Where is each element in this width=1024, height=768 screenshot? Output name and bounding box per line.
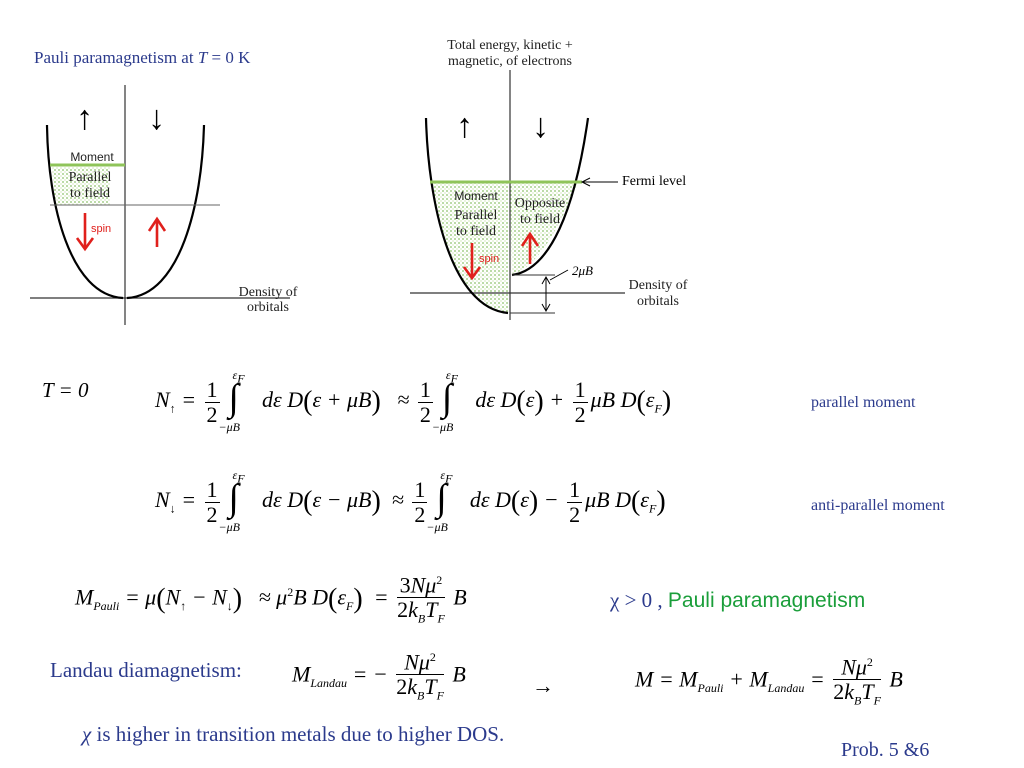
landau-label: Landau diamagnetism: [50, 658, 242, 682]
right-axis-label-2: orbitals [637, 294, 679, 309]
dos-curve-up [45, 124, 124, 300]
right-to-field-label: to field [455, 224, 497, 239]
right-energy-figure [410, 70, 625, 320]
chi-condition-text: χ > 0 , [610, 588, 668, 612]
right-up-arrow: ↑ [456, 108, 473, 145]
red-arrow-up-left [147, 216, 167, 247]
right-to-field-2-label: to field [519, 212, 561, 227]
right-spin-label: spin [479, 253, 500, 265]
left-parallel-label: Parallel [68, 170, 112, 185]
left-axis-label-2: orbitals [247, 300, 289, 315]
dos-curve-down [126, 124, 206, 300]
occupied-region-right-a [432, 182, 508, 312]
red-arrow-down-right [462, 243, 482, 281]
pauli-paramagnetism-label: Pauli paramagnetism [667, 589, 866, 612]
left-axis-label-1: Density of [238, 285, 298, 300]
chi-condition: χ > 0 , Pauli paramagnetism [610, 588, 865, 613]
right-parallel-label: Parallel [454, 208, 498, 223]
right-arrow: → [532, 673, 554, 698]
slide-title: Pauli paramagnetism at T = 0 K [34, 48, 250, 68]
left-spin-label: spin [91, 223, 112, 235]
left-up-arrow: ↑ [76, 100, 93, 137]
dos-curve-down-right [511, 117, 590, 277]
red-arrow-down-left [75, 213, 95, 252]
antiparallel-moment-label: anti-parallel moment [811, 497, 945, 514]
t-equals-zero: T = 0 [42, 378, 89, 402]
title-suffix: = 0 K [207, 48, 251, 67]
occupied-region-left [52, 167, 110, 205]
dos-curve-up-right [424, 117, 509, 315]
right-moment-label: Moment [454, 189, 498, 203]
title-t: T [197, 48, 208, 67]
red-arrow-up-right [520, 231, 540, 264]
right-caption-1: Total energy, kinetic + [447, 38, 573, 53]
fermi-level-label: Fermi level [622, 174, 687, 189]
left-moment-label: Moment [70, 150, 114, 164]
two-mu-b-label: 2μB [572, 263, 593, 278]
footnote: χ is higher in transition metals due to … [82, 722, 504, 747]
footnote-chi: χ [82, 722, 92, 746]
left-dos-figure [30, 85, 290, 325]
right-caption-2: magnetic, of electrons [447, 54, 572, 69]
left-to-field-label: to field [69, 186, 111, 201]
right-opposite-label: Opposite [514, 196, 566, 211]
title-prefix: Pauli paramagnetism at [34, 48, 198, 67]
footnote-text: is higher in transition metals due to hi… [91, 722, 505, 746]
parallel-moment-label: parallel moment [811, 394, 916, 411]
occupied-region-right-b [510, 182, 578, 275]
left-down-arrow: ↓ [148, 100, 165, 137]
right-axis-label-1: Density of [628, 278, 688, 293]
problem-reference: Prob. 5 &6 [841, 739, 930, 761]
right-down-arrow: ↓ [532, 108, 549, 145]
